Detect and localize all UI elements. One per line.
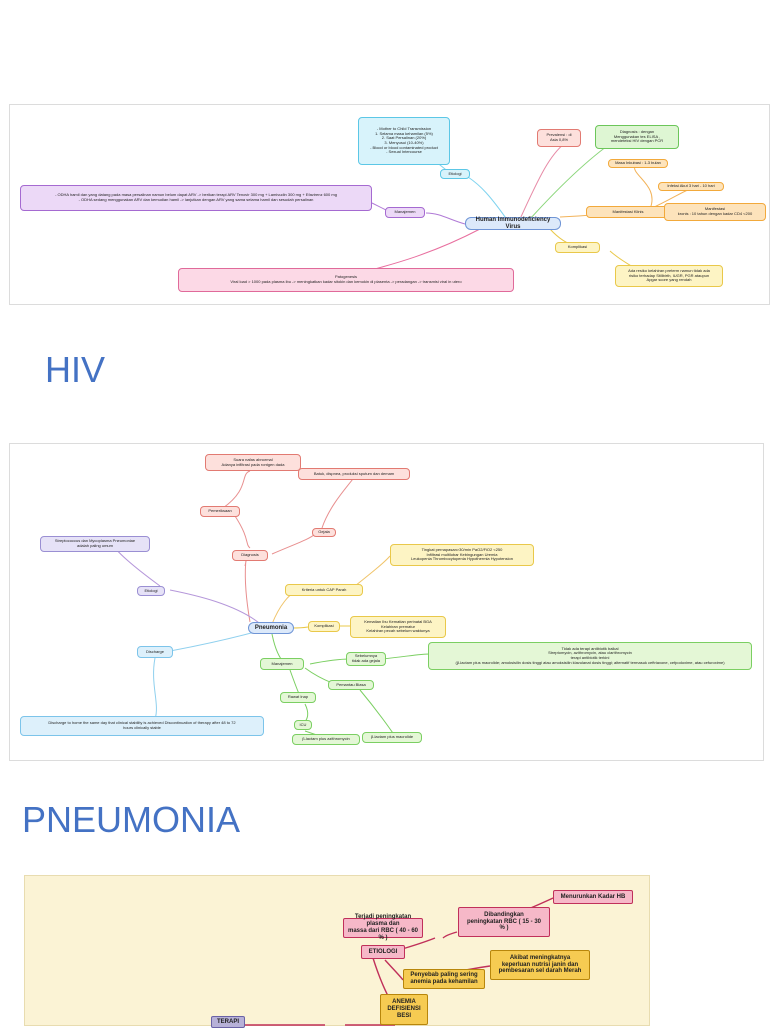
hiv-patogenesis-node[interactable]: Patogenesis Viral load > 1000 pada plasm… [178,268,514,292]
anemia-etiologi-node[interactable]: ETIOLOGI [361,945,405,959]
pneumonia-gejala-node[interactable]: Gejala [312,528,336,537]
anemia-defisiensi-besi-node[interactable]: ANEMIA DEFISIENSI BESI [380,994,428,1025]
pneumonia-kriteria-detail[interactable]: Tingkat pernapasan>30/min PaO2/FiO2 <250… [390,544,534,566]
pneumonia-discharge-detail[interactable]: Discharge to home the same day that clin… [20,716,264,736]
pneumonia-connectors [114,470,431,740]
pneumonia-strep-node[interactable]: Streptococcus dan Mycoplasma Pneumoniae … [40,536,150,552]
pneumonia-mindmap-panel: Pneumonia Suara nafas abnormal Adanya in… [9,443,764,761]
anemia-terapi-node[interactable]: TERAPI [211,1016,245,1028]
hiv-komplikasi-node[interactable]: Komplikasi [555,242,600,253]
pneumonia-rawat-inap-node[interactable]: Rawat Inap [280,692,316,703]
hiv-etiologi-detail[interactable]: - Mother to Child Transmission 1. Selama… [358,117,450,165]
hiv-prevalensi-node[interactable]: Prevalensi : di Asia 0,8% [537,129,581,147]
hiv-manajemen-detail[interactable]: - ODHA hamil dan yang datang pada masa p… [20,185,372,211]
pneumonia-icu-node[interactable]: ICU [294,720,312,730]
hiv-infeksi-akut-node[interactable]: Infeksi Akut 3 hari - 10 hari [658,182,724,191]
anemia-dibandingkan-node[interactable]: Dibandingkan peningkatan RBC ( 15 - 30 %… [458,907,550,937]
pneumonia-gejala-detail[interactable]: Batuk, dispnea, produksi sputum dan dema… [298,468,410,480]
pneumonia-pemantau-node[interactable]: Pemantau Biasa [328,680,374,690]
hiv-diagnosis-node[interactable]: Diagnosis : dengan Menggunakan tes ELISA… [595,125,679,149]
pneumonia-treatment-detail[interactable]: Tidak ada terapi antibiotik baikal Strep… [428,642,752,670]
anemia-akibat-node[interactable]: Akibat meningkatnya keperluan nutrisi ja… [490,950,590,980]
pneumonia-sebelumnya-node[interactable]: Sebelumnya tidak ada gejala [346,652,386,666]
hiv-manajemen-node[interactable]: Manajemen [385,207,425,218]
pneumonia-manajemen-node[interactable]: Manajemen [260,658,304,670]
pneumonia-blactam-macro-node[interactable]: β-lactam plus macrolide [362,732,422,743]
hiv-heading: HIV [45,349,106,390]
pneumonia-discharge-node[interactable]: Discharge [137,646,173,658]
pneumonia-center-node[interactable]: Pneumonia [248,622,294,634]
hiv-masa-inkubasi-node[interactable]: Masa Inkubasi : 1-3 bulan [608,159,668,168]
hiv-etiologi-node[interactable]: Etiologi [440,169,470,179]
pneumonia-heading: PNEUMONIA [22,799,241,840]
anemia-terjadi-node[interactable]: Terjadi peningkatan plasma dan massa dar… [343,914,423,941]
pneumonia-kriteria-node[interactable]: Kriteria untuk CAP Parah [285,584,363,596]
pneumonia-komplikasi-node[interactable]: Komplikasi [308,621,340,632]
anemia-menurunkan-node[interactable]: Menurunkan Kadar HB [553,890,633,904]
hiv-manifestasi-klinis-node[interactable]: Manifestasi Klinis [586,206,670,218]
anemia-penyebab-node[interactable]: Penyebab paling sering anemia pada keham… [403,969,485,989]
pneumonia-etiologi-node[interactable]: Etiologi [137,586,165,596]
pneumonia-pemeriksaan-node[interactable]: Pemeriksaan [200,506,240,517]
pneumonia-diagnosis-node[interactable]: Diagnosis [232,550,268,561]
hiv-mindmap-panel: Human Immunodeficiency Virus - Mother to… [9,104,770,305]
hiv-komplikasi-detail[interactable]: Ada resiko kelahiran preterm namun tidak… [615,265,723,287]
anemia-mindmap-panel: Menurunkan Kadar HB Dibandingkan peningk… [24,875,650,1028]
pneumonia-suara-node[interactable]: Suara nafas abnormal Adanya infiltrasi p… [205,454,301,471]
hiv-manifestasi-kronis-node[interactable]: Manifestasi kronis : 10 tahun dengan kad… [664,203,766,221]
pneumonia-blactam-azithro-node[interactable]: β-lactam plus azithromycin [292,734,360,745]
hiv-center-node[interactable]: Human Immunodeficiency Virus [465,217,561,230]
pneumonia-komplikasi-detail[interactable]: Kematian Ibu Kematian perinatal BGA Kela… [350,616,446,638]
